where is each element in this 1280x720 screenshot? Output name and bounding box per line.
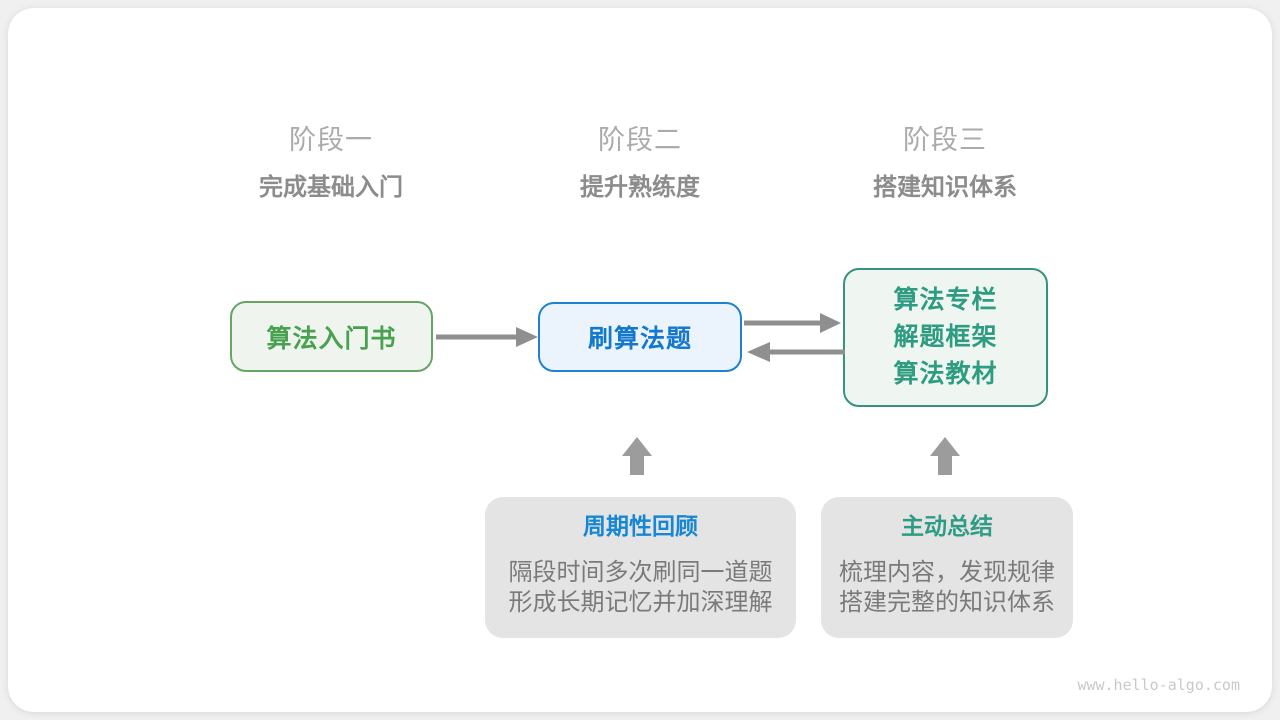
stage-header-3: 阶段三 搭建知识体系 [785, 123, 1105, 202]
stage-2-label: 阶段二 [598, 125, 682, 155]
callout-periodic-review-title: 周期性回顾 [583, 513, 698, 539]
flow-node-practice-problems: 刷算法题 [538, 302, 742, 372]
callout-periodic-review-body: 隔段时间多次刷同一道题 形成长期记忆并加深理解 [485, 558, 796, 618]
flow-node-resources-line-3: 算法教材 [893, 360, 998, 388]
flow-node-resources-line-1: 算法专栏 [893, 286, 998, 314]
callout-active-summary-body: 梳理内容，发现规律 搭建完整的知识体系 [821, 558, 1073, 618]
flow-node-resources-line-2: 解题框架 [893, 323, 998, 351]
stage-1-subtitle: 完成基础入门 [259, 174, 403, 201]
callout-periodic-review-body-line-2: 形成长期记忆并加深理解 [508, 589, 773, 616]
callout-active-summary-body-line-2: 搭建完整的知识体系 [839, 589, 1055, 616]
stage-1-label: 阶段一 [289, 125, 373, 155]
flow-node-intro-book-label: 算法入门书 [266, 324, 397, 353]
stage-2-subtitle: 提升熟练度 [580, 174, 700, 201]
stage-3-subtitle: 搭建知识体系 [873, 174, 1017, 201]
callout-active-summary-body-line-1: 梳理内容，发现规律 [839, 559, 1055, 586]
stage-header-2: 阶段二 提升熟练度 [480, 123, 800, 202]
callout-active-summary: 主动总结 梳理内容，发现规律 搭建完整的知识体系 [821, 497, 1073, 638]
stage-3-label: 阶段三 [903, 125, 987, 155]
stage-header-1: 阶段一 完成基础入门 [171, 123, 491, 202]
callout-periodic-review: 周期性回顾 隔段时间多次刷同一道题 形成长期记忆并加深理解 [485, 497, 796, 638]
callout-periodic-review-body-line-1: 隔段时间多次刷同一道题 [508, 559, 773, 586]
flow-node-intro-book: 算法入门书 [230, 301, 433, 372]
watermark: www.hello-algo.com [1077, 676, 1240, 694]
flow-node-practice-problems-label: 刷算法题 [587, 325, 692, 353]
callout-active-summary-title: 主动总结 [901, 513, 993, 539]
flow-node-knowledge-resources: 算法专栏 解题框架 算法教材 [843, 268, 1048, 407]
